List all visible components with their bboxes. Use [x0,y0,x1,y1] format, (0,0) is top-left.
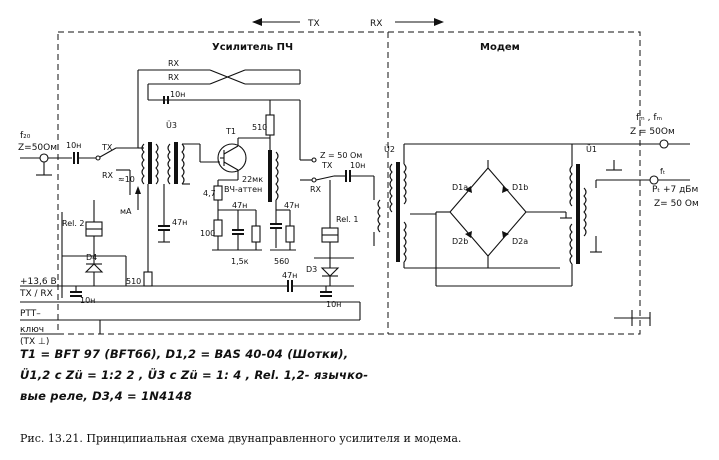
svg-text:fₜ: fₜ [660,167,665,176]
svg-text:1,5к: 1,5к [231,257,249,266]
svg-text:(TX ⊥): (TX ⊥) [20,337,49,347]
svg-text:ключ: ключ [20,325,44,335]
svg-text:10н: 10н [170,90,185,99]
svg-text:+13,6 В: +13,6 В [20,277,57,287]
svg-text:22мк: 22мк [242,175,263,184]
svg-text:Z = 50Ом: Z = 50Ом [630,127,675,137]
svg-text:Ü1: Ü1 [586,144,597,154]
svg-text:D1a: D1a [452,183,468,192]
notes-line-2: Ü1,2 c Zü = 1:2 2 , Ü3 c Zü = 1: 4 , Rel… [20,368,369,382]
capacitor-c47a: 47н [158,184,187,243]
svg-text:Pₜ +7 дБм: Pₜ +7 дБм [652,185,698,195]
capacitor-c3: 10н [340,161,374,182]
svg-text:ВЧ-аттен: ВЧ-аттен [224,185,262,194]
svg-text:D1b: D1b [512,183,528,192]
svg-text:Z= 50 Ом: Z= 50 Ом [654,199,699,209]
direction-arrows: TX RX [252,18,444,29]
transformer-u1: Ü1 [436,144,650,287]
svg-text:Rel. 2: Rel. 2 [62,219,85,228]
supply-rails: +13,6 В TX / RX 10н 510 PTT– ключ (TX ⊥) [19,270,361,347]
svg-text:47н: 47н [282,271,297,280]
svg-text:RX: RX [168,73,180,82]
svg-text:510: 510 [126,277,141,286]
svg-text:560: 560 [274,257,289,266]
svg-text:10н: 10н [66,141,81,150]
svg-text:f₂₀: f₂₀ [20,131,31,141]
diode-d3: D3 [306,258,340,286]
component-notes: T1 = BFT 97 (BFT66), D1,2 = BAS 40-04 (Ш… [20,344,368,407]
rc-pair: 47н 560 [270,201,299,266]
diode-bridge: D1a D1b D2b D2a [435,160,560,286]
emitter-network: 4,7 100 47н 1,5к ВЧ-аттен [200,179,262,266]
svg-text:10н: 10н [326,300,341,309]
svg-text:≈10: ≈10 [118,175,135,184]
right-port-mf: fₘ , fₘ Z = 50Ом [630,113,690,149]
bypass-caps-right: 47н 10н [270,271,354,309]
svg-text:T1: T1 [225,127,236,136]
svg-text:D2b: D2b [452,237,468,246]
relay2-contacts: TX RX [95,143,138,195]
left-port: f₂₀ Z=50Ом [18,131,72,176]
svg-text:TX / RX: TX / RX [19,289,53,299]
figure-caption: Рис. 13.21. Принципиальная схема двунапр… [20,432,462,445]
amplifier-section-title: Усилитель ПЧ [212,42,293,53]
svg-text:47н: 47н [284,201,299,210]
svg-text:47н: 47н [232,201,247,210]
svg-text:Z=50Ом: Z=50Ом [18,143,57,153]
enclosure-outline [57,31,641,335]
choke-22mk: 22мк [242,150,279,210]
relay2-coil: Rel. 2 [61,200,126,298]
relay1-contacts: Z = 50 Ом TX RX [300,151,362,194]
rx-crossover: RX RX 10н [137,59,301,160]
svg-text:TX: TX [321,161,333,170]
svg-text:10н: 10н [80,296,95,305]
svg-text:PTT–: PTT– [20,309,41,319]
tx-direction-label: TX [307,19,320,29]
modem-section-title: Модем [480,42,520,53]
svg-text:мА: мА [120,207,132,216]
diode-d4: D4 [84,253,127,286]
svg-text:Rel. 1: Rel. 1 [336,215,359,224]
notes-line-1: T1 = BFT 97 (BFT66), D1,2 = BAS 40-04 (Ш… [20,347,349,361]
resistor-r510a: 510 [238,100,275,150]
ground-ties-right [614,310,651,326]
svg-text:TX: TX [101,143,113,152]
svg-text:Ü3: Ü3 [166,120,177,130]
svg-text:D2a: D2a [512,237,528,246]
svg-text:100: 100 [200,229,215,238]
rx-direction-label: RX [370,19,382,29]
svg-text:fₘ , fₘ: fₘ , fₘ [636,113,663,123]
relay1-coil: Rel. 1 [314,180,359,259]
right-port-rf: fₜ Pₜ +7 дБм Z= 50 Ом [649,167,699,209]
svg-text:RX: RX [102,171,114,180]
transistor-t1: T1 [217,127,247,180]
svg-text:510: 510 [252,123,267,132]
capacitor-c1: 10н [66,141,96,164]
notes-line-3: вые реле, D3,4 = 1N4148 [20,389,192,403]
svg-text:Z = 50 Ом: Z = 50 Ом [320,151,362,160]
svg-text:4,7: 4,7 [203,189,216,198]
svg-text:D3: D3 [306,265,317,274]
svg-text:Ü2: Ü2 [384,144,395,154]
transformer-u3: Ü3 ≈10 мА [118,120,220,270]
svg-text:D4: D4 [86,253,97,262]
svg-text:47н: 47н [172,218,187,227]
transformer-u2: Ü2 [373,143,660,269]
svg-text:RX: RX [168,59,180,68]
svg-text:RX: RX [310,185,322,194]
svg-text:10н: 10н [350,161,365,170]
